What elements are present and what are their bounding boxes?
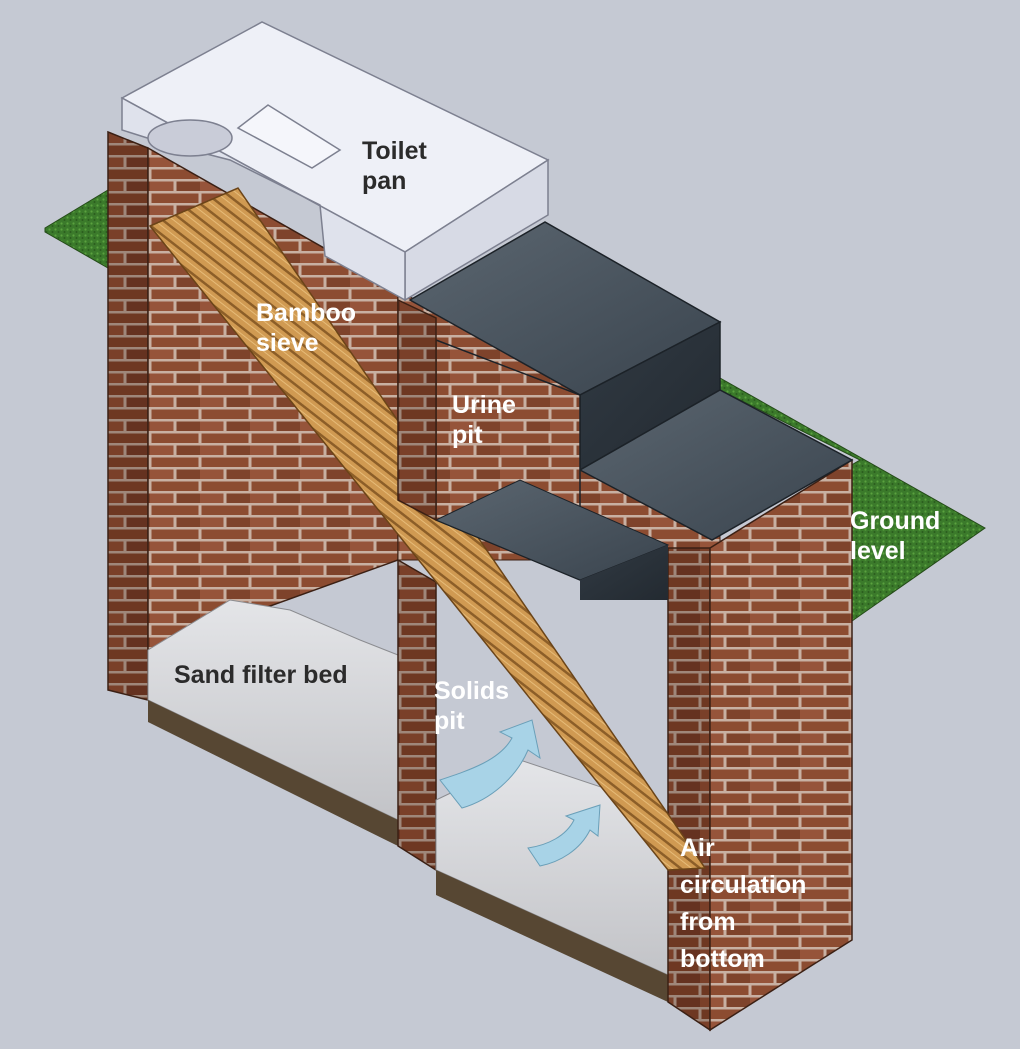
- label-air-circulation-line1: Air: [680, 834, 715, 862]
- urine-pit-step-top: [578, 389, 854, 541]
- label-ground-level-line1: Ground: [850, 507, 941, 535]
- label-solids-pit: Solids pit: [434, 676, 509, 736]
- label-urine-pit-line2: pit: [452, 421, 483, 449]
- label-solids-pit-line2: pit: [434, 707, 465, 735]
- label-air-circulation: Air circulation from bottom: [680, 830, 806, 978]
- label-urine-pit-line1: Urine: [452, 391, 516, 419]
- urine-pit-front-wall: [397, 298, 437, 522]
- air-flow-arrow-small: [527, 804, 601, 867]
- sand-filter-bed-shape: [147, 599, 399, 821]
- solids-pit-base: [436, 870, 668, 1002]
- label-bamboo-sieve: Bamboo sieve: [256, 298, 356, 358]
- sand-bed-base: [148, 700, 398, 846]
- label-air-circulation-line4: bottom: [680, 945, 765, 973]
- bamboo-sieve-shape: [148, 187, 707, 871]
- right-outer-wall: [709, 458, 853, 1032]
- label-bamboo-sieve-line1: Bamboo: [256, 299, 356, 327]
- left-outer-wall: [107, 130, 149, 701]
- label-urine-pit: Urine pit: [452, 390, 516, 450]
- air-flow-arrow-large: [439, 719, 541, 809]
- label-sand-filter-bed: Sand filter bed: [174, 660, 348, 690]
- label-sand-filter-bed-line1: Sand filter bed: [174, 661, 348, 689]
- label-toilet-pan: Toilet pan: [362, 136, 427, 196]
- label-air-circulation-line2: circulation: [680, 871, 807, 899]
- label-solids-pit-line1: Solids: [434, 677, 510, 705]
- label-toilet-pan-line2: pan: [362, 167, 407, 195]
- label-air-circulation-line3: from: [680, 908, 736, 936]
- footrest-plate: [236, 104, 342, 169]
- label-ground-level: Ground level: [850, 506, 940, 566]
- label-toilet-pan-line1: Toilet: [362, 137, 427, 165]
- label-bamboo-sieve-line2: sieve: [256, 329, 319, 357]
- ground-grass-left: [44, 189, 109, 269]
- middle-wall: [397, 558, 437, 872]
- urine-pit-floor-side: [580, 545, 668, 600]
- label-ground-level-line2: level: [850, 537, 906, 565]
- toilet-pan-opening: [147, 119, 233, 157]
